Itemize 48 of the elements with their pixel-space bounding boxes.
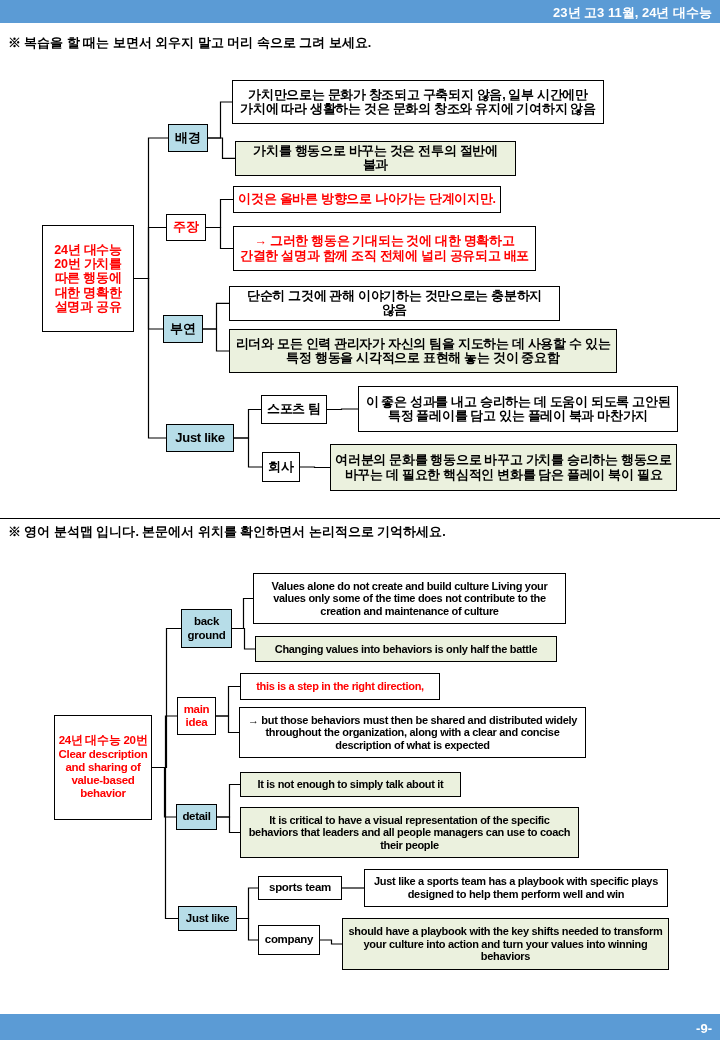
text-box: 가치를 행동으로 바꾸는 것은 전투의 절반에 불과	[235, 141, 516, 176]
header-title: 23년 고3 11월, 24년 대수능	[553, 4, 712, 22]
text-box: It is not enough to simply talk about it	[240, 772, 461, 797]
instruction-note: ※ 영어 분석맵 입니다. 본문에서 위치를 확인하면서 논리적으로 기억하세요.	[8, 524, 446, 541]
connector-line	[215, 715, 240, 734]
text-box: 부연	[163, 315, 203, 343]
text-box: sports team	[258, 876, 342, 900]
connector-line	[341, 887, 365, 889]
text-box: main idea	[177, 697, 216, 735]
connector-line	[326, 408, 359, 411]
text-box: company	[258, 925, 320, 955]
connector-line	[236, 917, 259, 941]
text-box: Just like	[166, 424, 234, 452]
connector-line	[207, 137, 236, 159]
connector-line	[205, 226, 234, 250]
text-box: 주장	[166, 214, 206, 241]
text-box: → but those behaviors must then be shared and distributed widely throughout the organization, along with a clear and concise description of what is expected	[239, 707, 586, 758]
text-box: 스포츠 팀	[261, 395, 327, 424]
connector-line	[231, 627, 256, 650]
topic-box: 24년 대수능 20번 Clear description and sharing of value-based behavior	[54, 715, 152, 820]
connector-line	[233, 437, 263, 468]
connector-line	[151, 766, 179, 920]
page-number: -9-	[696, 1020, 712, 1038]
connector-line	[133, 277, 167, 439]
text-box: 여러분의 문화를 행동으로 바꾸고 가치를 승리하는 행동으로 바꾸는 데 필요한 핵심적인 변화를 담은 플레이 북이 필요	[330, 444, 677, 491]
text-box: Just like	[178, 906, 237, 931]
connector-line	[299, 466, 331, 469]
text-box: Just like a sports team has a playbook with specific plays designed to help them perform well and win	[364, 869, 668, 907]
text-box: 이것은 올바른 방향으로 나아가는 단계이지만.	[233, 186, 501, 213]
text-box: back ground	[181, 609, 232, 648]
text-box: detail	[176, 804, 217, 830]
text-box: It is critical to have a visual representation of the specific behaviors that leaders and all people managers can use to coach their people	[240, 807, 579, 858]
text-box: should have a playbook with the key shifts needed to transform your culture into action and turn your values into winning behaviors	[342, 918, 669, 970]
text-box: 리더와 모든 인력 관리자가 자신의 팀을 지도하는 데 사용할 수 있는 특정 행동을 시각적으로 표현해 놓는 것이 중요함	[229, 329, 617, 373]
text-box: this is a step in the right direction,	[240, 673, 440, 700]
text-box: Values alone do not create and build culture Living your values only some of the time does not contribute to the creation and maintenance of culture	[253, 573, 566, 624]
topic-box: 24년 대수능 20번 가치를 따른 행동에 대한 명확한 설명과 공유	[42, 225, 134, 332]
text-box: 배경	[168, 124, 208, 152]
connector-line	[319, 939, 343, 945]
connector-line	[216, 816, 241, 834]
instruction-note: ※ 복습을 할 때는 보면서 외우지 말고 머리 속으로 그려 보세요.	[8, 35, 372, 52]
text-box: 단순히 그것에 관해 이야기하는 것만으로는 충분하지 않음	[229, 286, 560, 321]
text-box: → 그러한 행동은 기대되는 것에 대한 명확하고 간결한 설명과 함께 조직 전체에 널리 공유되고 배포	[233, 226, 536, 271]
text-box: 회사	[262, 452, 300, 482]
text-box: 가치만으로는 문화가 창조되고 구축되지 않음, 일부 시간에만 가치에 따라 생활하는 것은 문화의 창조와 유지에 기여하지 않음	[232, 80, 604, 124]
text-box: Changing values into behaviors is only half the battle	[255, 636, 557, 662]
text-box: 이 좋은 성과를 내고 승리하는 데 도움이 되도록 고안된 특정 플레이를 담고 있는 플레이 북과 마찬가지	[358, 386, 678, 432]
connector-line	[202, 328, 230, 352]
